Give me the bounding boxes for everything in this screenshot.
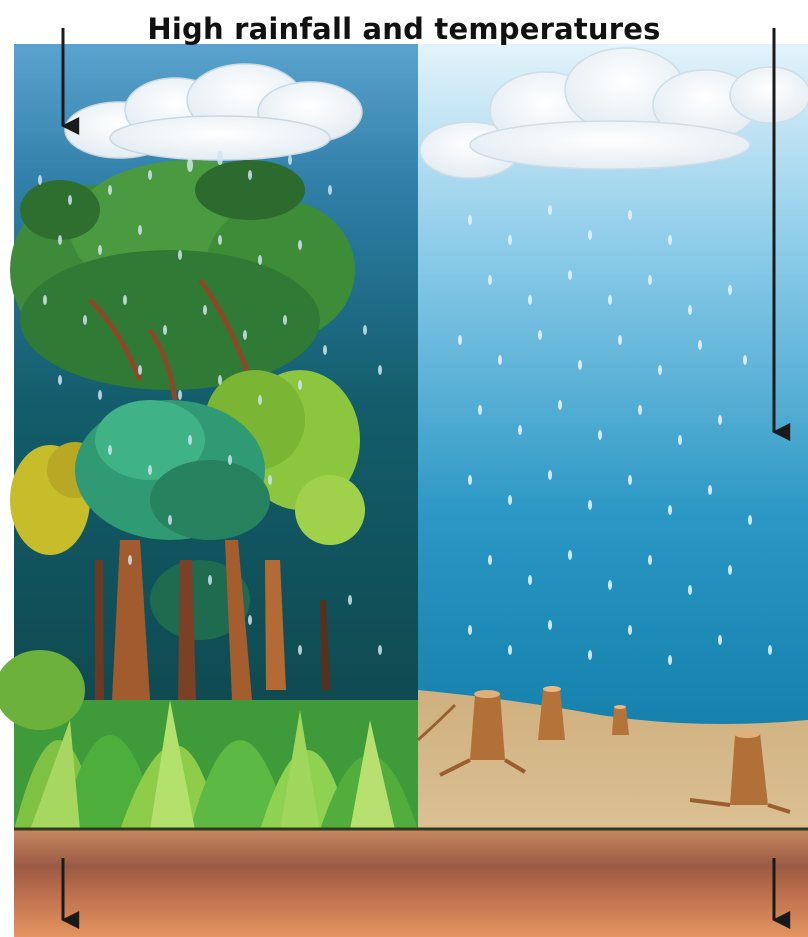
soil-layer: [14, 828, 808, 937]
forested-panel: [0, 44, 418, 834]
diagram-title: High rainfall and temperatures: [0, 12, 808, 46]
deforested-panel: [418, 44, 808, 834]
